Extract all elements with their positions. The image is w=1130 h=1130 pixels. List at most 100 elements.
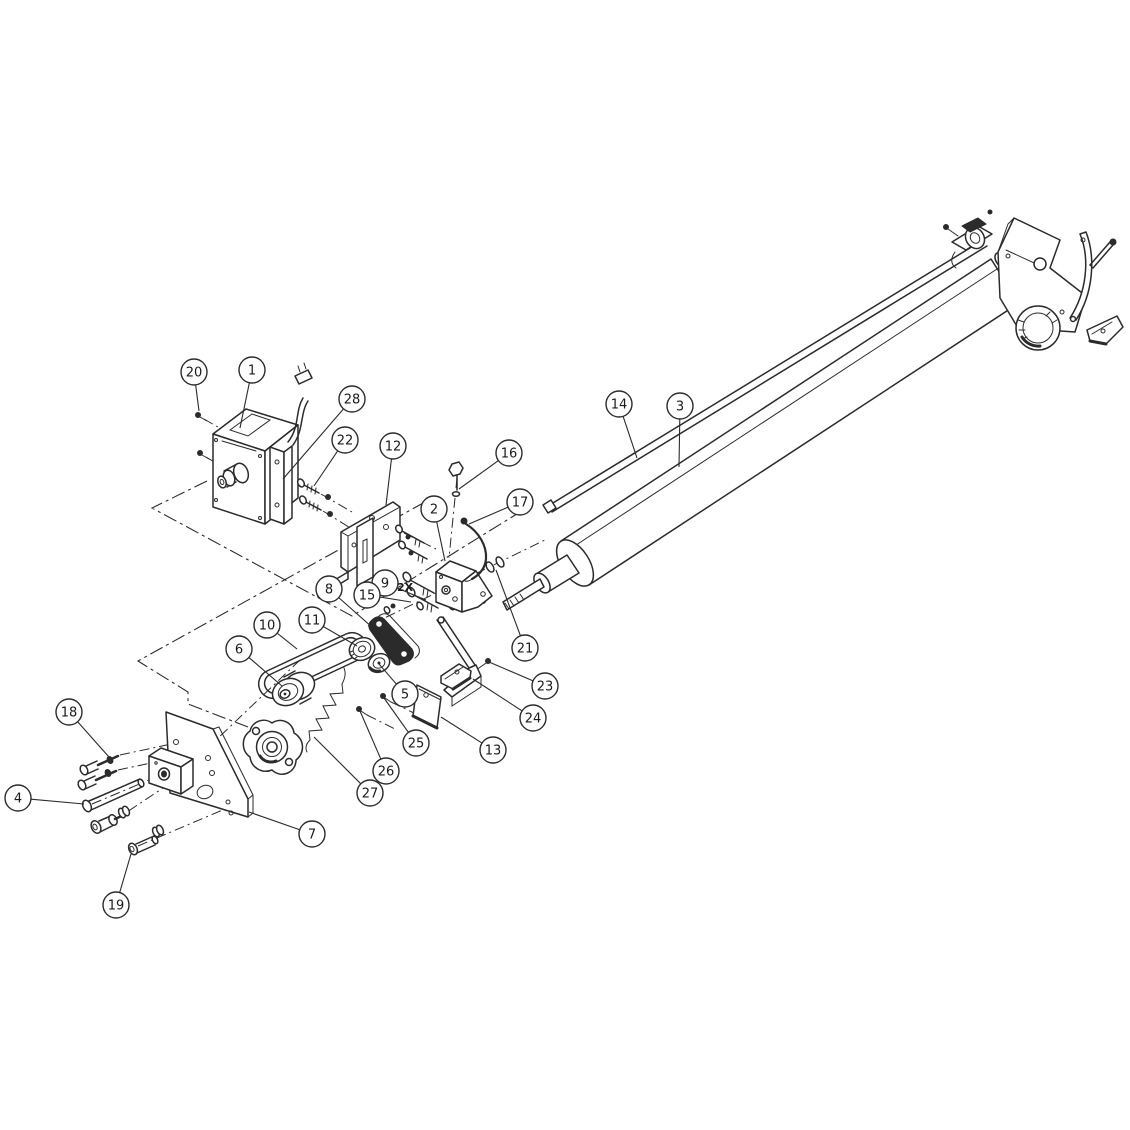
callout-leader-line xyxy=(678,418,681,468)
power-cord xyxy=(287,362,313,446)
callout-8: 8 xyxy=(315,575,383,637)
bolt-part4 xyxy=(81,778,145,813)
spring-part27 xyxy=(305,667,346,753)
callout-22: 22 xyxy=(313,426,359,487)
callout-number: 21 xyxy=(517,642,534,657)
pulley-part6 xyxy=(271,670,316,707)
callout-number: 27 xyxy=(362,787,379,802)
callout-10: 10 xyxy=(253,611,298,650)
callout-balloon xyxy=(511,634,539,662)
pulley-part5 xyxy=(367,652,391,674)
callout-13: 13 xyxy=(440,716,507,764)
callout-balloon xyxy=(4,784,32,812)
callout-leader-line xyxy=(282,408,344,480)
callout-27: 27 xyxy=(313,736,384,807)
callout-number: 7 xyxy=(308,828,316,843)
callout-balloon xyxy=(495,439,523,467)
callout-4: 4 xyxy=(4,784,85,812)
callout-number: 17 xyxy=(512,496,529,511)
callout-balloon xyxy=(225,635,253,663)
callout-leader-line xyxy=(440,716,483,744)
callout-balloon xyxy=(298,820,326,848)
callout-18: 18 xyxy=(55,698,110,758)
callout-6: 6 xyxy=(225,635,283,687)
mount-angle-part28 xyxy=(269,445,293,525)
shaft-block xyxy=(148,747,194,795)
callout-28: 28 xyxy=(282,385,366,480)
cable-part17 xyxy=(460,517,488,582)
roller-tube-part3 xyxy=(502,258,1020,611)
rod-part14 xyxy=(542,239,988,514)
shaft-washers-part21 xyxy=(485,556,505,573)
callout-balloon xyxy=(605,390,633,418)
callout-number: 26 xyxy=(378,765,395,780)
callout-11: 11 xyxy=(298,606,358,647)
pulley-part11 xyxy=(348,636,376,662)
callout-balloon xyxy=(402,729,430,757)
callout-number: 4 xyxy=(14,792,22,807)
callout-5: 5 xyxy=(378,663,419,708)
callout-25: 25 xyxy=(383,697,430,757)
callout-number: 19 xyxy=(108,899,125,914)
callout-balloon xyxy=(238,356,266,384)
callout-balloon xyxy=(519,704,547,732)
callout-leader-line xyxy=(322,626,358,647)
callout-leader-line xyxy=(468,506,509,525)
callout-number: 28 xyxy=(344,393,361,408)
callout-balloon xyxy=(180,358,208,386)
callout-number: 3 xyxy=(676,400,684,415)
callout-number: 15 xyxy=(359,589,376,604)
callout-12: 12 xyxy=(379,432,407,506)
callout-leader-line xyxy=(119,853,132,893)
callout-number: 13 xyxy=(485,744,502,759)
callout-16: 16 xyxy=(458,439,523,490)
callout-leader-line xyxy=(313,736,362,785)
callout-leader-line xyxy=(622,416,638,459)
callout-23: 23 xyxy=(488,661,559,700)
callout-leader-line xyxy=(77,721,110,758)
screws-part25-26 xyxy=(356,693,392,716)
callout-number: 23 xyxy=(537,680,554,695)
bolts-part18 xyxy=(77,754,120,791)
callout-20: 20 xyxy=(180,358,208,412)
callout-leader-line xyxy=(436,521,446,562)
callout-leader-line xyxy=(385,458,393,506)
callout-number: 2 xyxy=(430,503,438,518)
callout-leader-line xyxy=(248,657,283,687)
callout-19: 19 xyxy=(102,853,132,919)
callout-number: 11 xyxy=(304,614,321,629)
callout-3: 3 xyxy=(666,392,694,468)
callout-number: 18 xyxy=(61,706,78,721)
callout-21: 21 xyxy=(495,569,539,662)
screws-part22 xyxy=(296,478,333,517)
callout-balloon xyxy=(531,672,559,700)
callout-balloon xyxy=(298,606,326,634)
callout-number: 25 xyxy=(408,737,425,752)
bracket-part24 xyxy=(436,616,482,707)
screws-part20 xyxy=(195,412,210,460)
callout-1: 1 xyxy=(238,356,266,429)
callout-number: 5 xyxy=(401,688,409,703)
callout-7: 7 xyxy=(248,811,326,848)
callout-2: 2 xyxy=(420,495,448,562)
callout-leader-line xyxy=(379,596,412,603)
bolts-plate12 xyxy=(394,524,428,564)
callout-24: 24 xyxy=(472,678,547,732)
callout-leader-line xyxy=(488,661,534,682)
callout-leader-line xyxy=(472,678,523,712)
callout-balloon xyxy=(353,581,381,609)
screw-part23 xyxy=(478,658,491,669)
bolt-19-group xyxy=(90,805,165,856)
callout-balloon xyxy=(420,495,448,523)
callout-14: 14 xyxy=(605,390,638,459)
callout-balloon xyxy=(55,698,83,726)
callout-leader-line xyxy=(383,697,409,733)
callout-number: 14 xyxy=(611,398,628,413)
callout-number: 8 xyxy=(325,583,333,598)
callout-number: 24 xyxy=(525,712,542,727)
callout-number: 9 xyxy=(381,577,389,592)
bracket-part2 xyxy=(435,560,493,613)
